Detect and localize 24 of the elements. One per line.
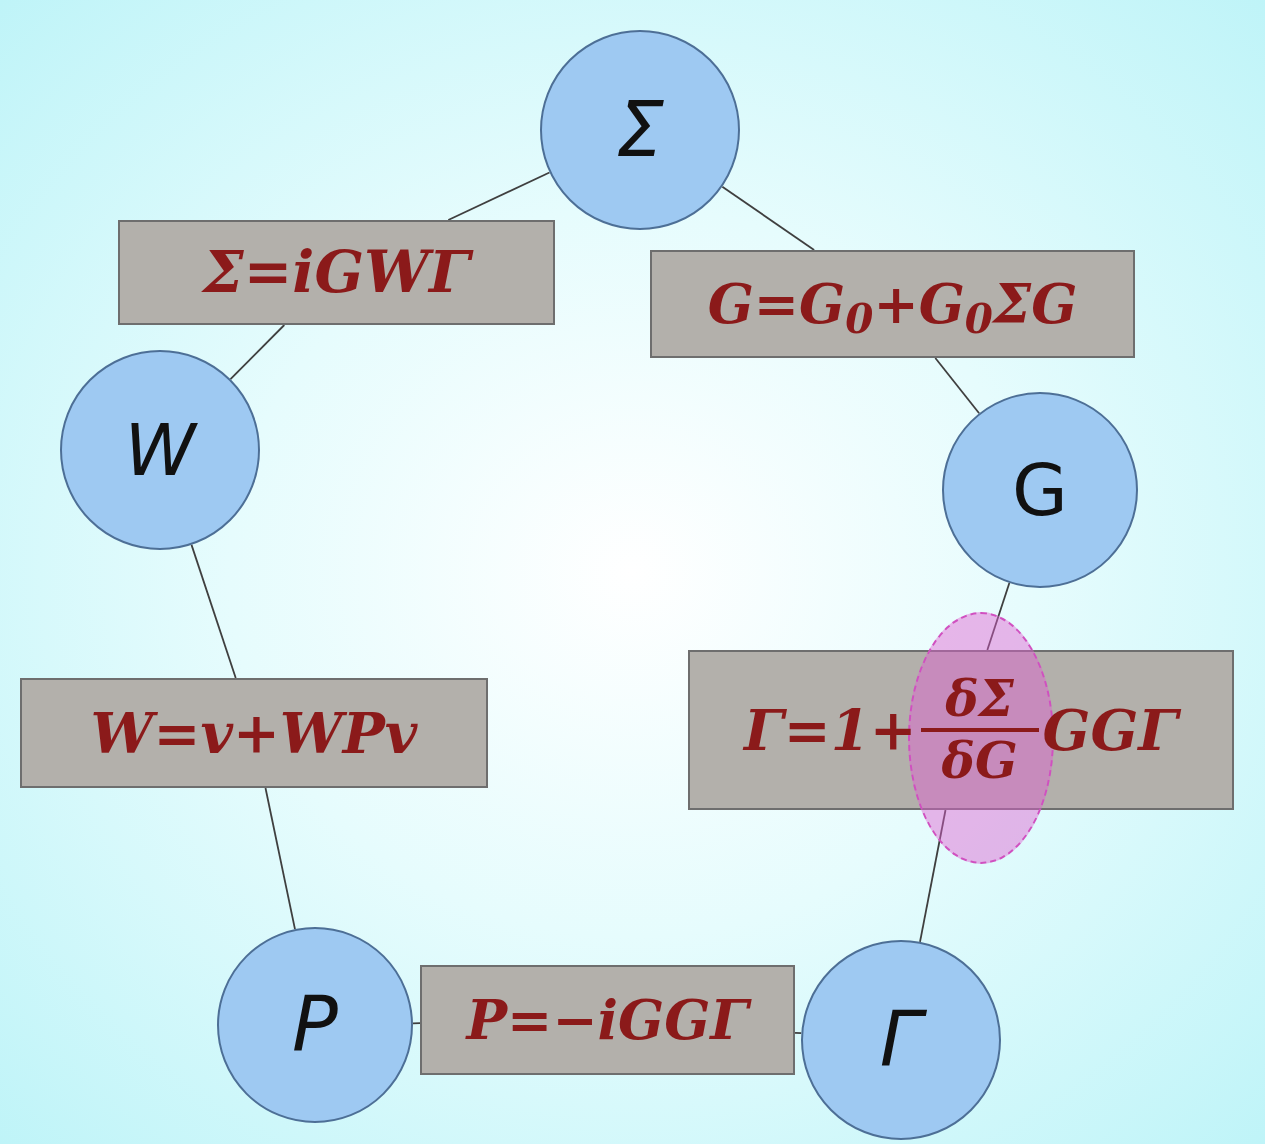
equation-box (118, 220, 555, 325)
equation-text: G=G$_{0}$+G$_{0}$ΣG (707, 270, 1078, 345)
connector-line (721, 185, 816, 251)
equation-box (688, 650, 1234, 810)
fraction-numerator: δΣ (945, 674, 1014, 724)
equation-box (20, 678, 488, 788)
connector-line (447, 171, 551, 221)
equation-box (650, 250, 1135, 358)
equation-box (420, 965, 795, 1075)
node-symbol: Σ (616, 92, 664, 168)
connector-line (412, 1022, 421, 1025)
node-symbol: W (124, 414, 196, 486)
connector-line (264, 787, 296, 930)
connector-line (934, 357, 980, 415)
fraction-denominator: δG (941, 736, 1018, 786)
node-symbol: P (292, 987, 338, 1063)
node-symbol: G (1012, 454, 1068, 526)
connector-line (794, 1031, 803, 1035)
equation-text: W=v+WPv (90, 699, 418, 768)
connector-line (190, 544, 237, 679)
connector-line (986, 582, 1011, 651)
connector-line (919, 809, 947, 943)
connector-line (229, 324, 286, 380)
equation-text: Γ=1+ (744, 696, 917, 765)
